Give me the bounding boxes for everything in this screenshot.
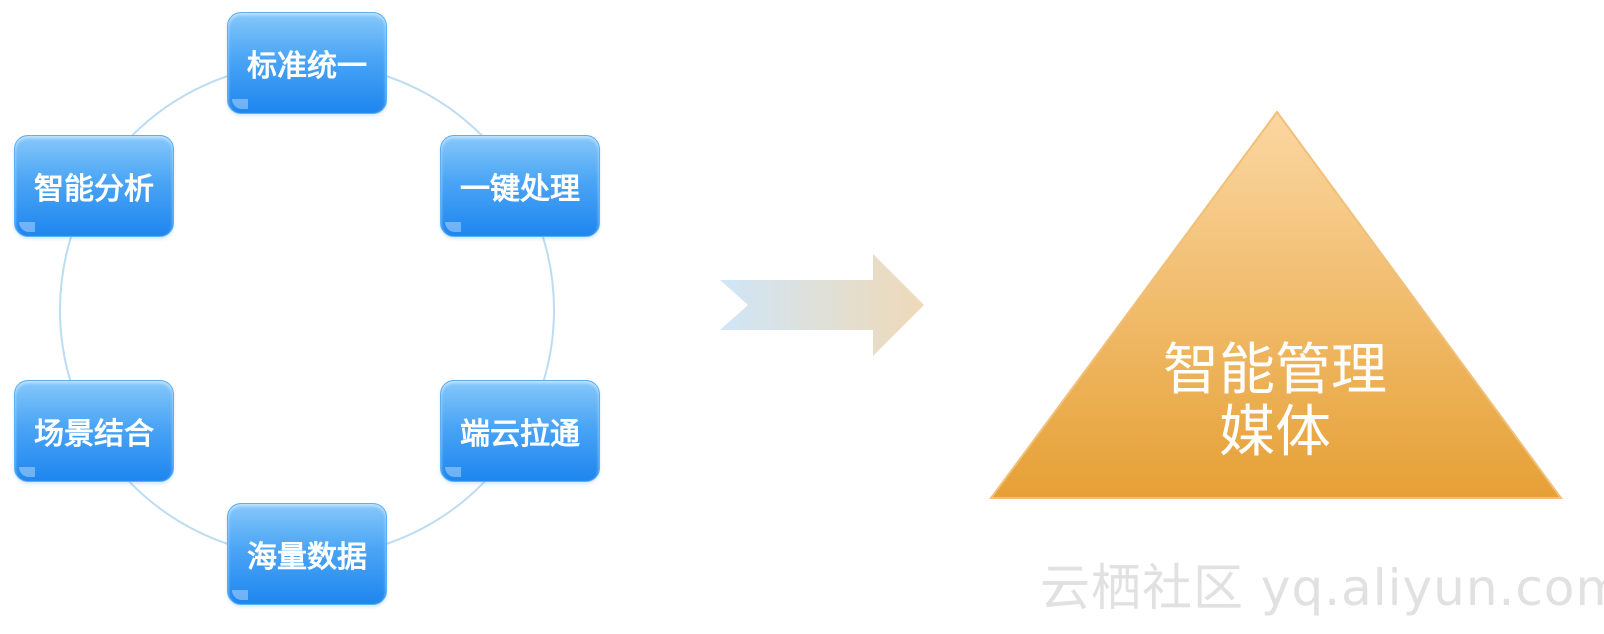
cycle-node-massive-data: 海量数据: [227, 503, 387, 605]
pyramid-label-line1: 智能管理: [1163, 338, 1387, 403]
pyramid-label-line2: 媒体: [1219, 400, 1331, 465]
pyramid: [989, 110, 1563, 499]
cycle-node-device-cloud-connect: 端云拉通: [440, 380, 600, 482]
watermark: 云栖社区 yq.aliyun.com: [1040, 559, 1604, 617]
pyramid-label: 智能管理 媒体: [1150, 340, 1400, 464]
cycle-node-scene-integration: 场景结合: [14, 380, 174, 482]
cycle-node-one-click-processing: 一键处理: [440, 135, 600, 237]
transition-arrow: [720, 254, 924, 356]
cycle-node-standard-unified: 标准统一: [227, 12, 387, 114]
cycle-node-intelligent-analysis: 智能分析: [14, 135, 174, 237]
